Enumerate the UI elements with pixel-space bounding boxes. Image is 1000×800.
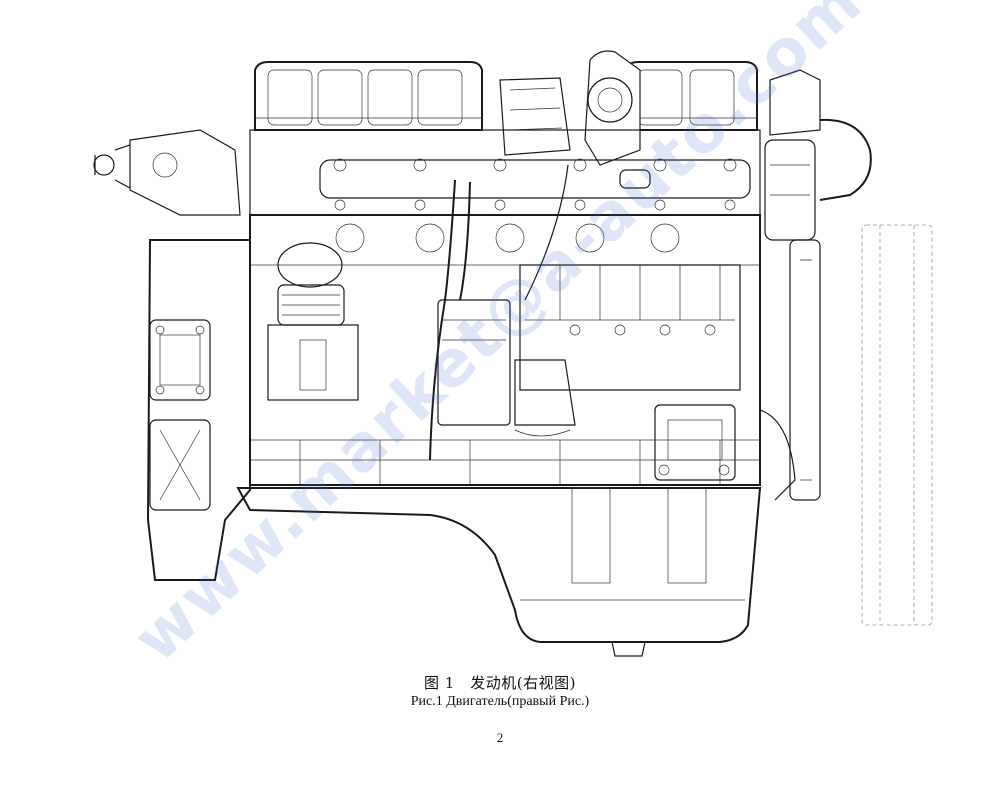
dashed-outline-right: [861, 224, 933, 626]
exhaust-manifold: [249, 129, 761, 216]
steering-pump: [93, 129, 241, 216]
page-number: 2: [496, 730, 504, 745]
figure-caption-chinese: 图 1 发动机(右视图): [423, 674, 577, 692]
turbocharger: [499, 50, 641, 166]
air-compressor: [267, 242, 359, 401]
fuel-pump-bracket: [654, 404, 736, 481]
figure-caption-russian: Рис.1 Двигатель(правый Рис.): [410, 694, 590, 709]
engine-block: [249, 214, 761, 486]
crankshaft-damper: [759, 239, 821, 501]
water-outlet: [764, 69, 872, 241]
oil-filter: [437, 299, 576, 437]
coolant-hoses: [429, 164, 569, 461]
valve-cover: [254, 61, 758, 131]
oil-pan: [236, 487, 762, 657]
engine-right-view-drawing: [93, 50, 933, 657]
front-gear-housing: [146, 239, 251, 581]
